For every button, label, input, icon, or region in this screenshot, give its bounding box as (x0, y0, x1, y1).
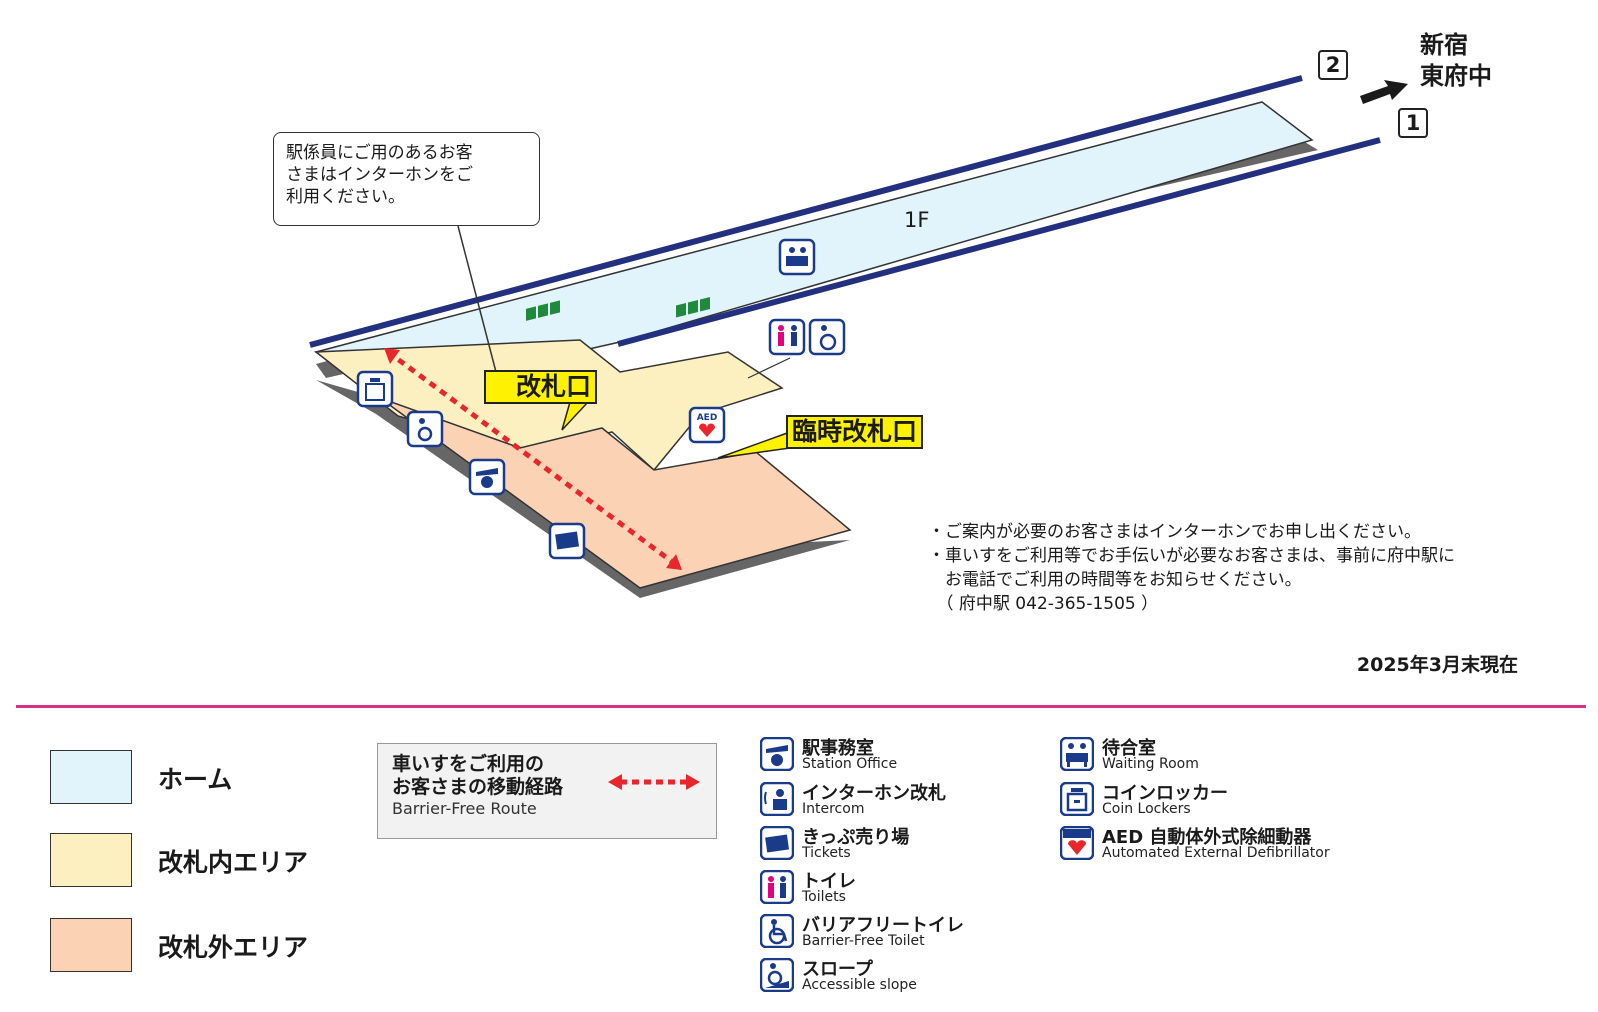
toilet-icon (768, 318, 806, 356)
ticket-gates-temp (676, 296, 710, 318)
platform-swatch (50, 750, 132, 804)
gate-temp-label: 臨時改札口 (792, 417, 918, 446)
intercom-callout: 駅係員にご用のあるお客 さまはインターホンをご 利用ください。 (273, 132, 540, 226)
coin-locker-icon (356, 370, 394, 408)
gate-temp-tag: 臨時改札口 (786, 415, 924, 449)
route-legend-arrow (608, 774, 700, 790)
route-legend-en: Barrier-Free Route (392, 799, 537, 818)
toilet-leader (747, 357, 791, 379)
platform-legend-label: ホーム (158, 765, 233, 794)
notes: ・ご案内が必要のお客さまはインターホンでお申し出ください。 ・車いすをご利用等で… (928, 520, 1455, 616)
ticket-icon (760, 826, 794, 860)
destination-1: 新宿 (1420, 31, 1468, 59)
legend-intercom-en: Intercom (802, 801, 865, 817)
barrier-free-toilet-icon (760, 914, 794, 948)
legend-tickets-en: Tickets (802, 845, 851, 861)
legend-aed-jp: AED 自動体外式除細動器 (1102, 827, 1312, 848)
legend-waiting-room-jp: 待合室 (1102, 738, 1156, 759)
intercom-icon (760, 782, 794, 816)
aed-icon (1060, 826, 1094, 860)
slope-icon (406, 410, 444, 448)
direction-arrow (1360, 80, 1408, 104)
track-2-line (309, 75, 1303, 348)
route-legend: 車いすをご利用の お客さまの移動経路 Barrier-Free Route (377, 743, 717, 839)
inside-gate-swatch (50, 833, 132, 887)
gate-main-tag: 改札口 (484, 370, 598, 404)
destination-2: 東府中 (1420, 62, 1492, 90)
destination: 新宿 東府中 (1420, 30, 1492, 92)
legend-intercom-jp: インターホン改札 (802, 783, 946, 804)
toilet-icon (760, 870, 794, 904)
route-arrow-end (666, 554, 682, 570)
gate-main-label: 改札口 (516, 372, 592, 401)
note-line-2: ・車いすをご利用等でお手伝いが必要なお客さまは、事前に府中駅に (928, 546, 1455, 566)
track-2-number: 2 (1318, 50, 1348, 80)
outside-gate-swatch (50, 918, 132, 972)
legend-aed-en: Automated External Defibrillator (1102, 845, 1330, 861)
track-1-number: 1 (1398, 108, 1428, 138)
slope-icon (760, 958, 794, 992)
inside-gate-legend-label: 改札内エリア (158, 848, 309, 877)
route-legend-jp-2: お客さまの移動経路 (392, 776, 564, 798)
outside-gate-area (379, 397, 852, 589)
callout-line-3: 利用ください。 (286, 187, 405, 207)
note-line-3: お電話でご利用の時間等をお知らせください。 (928, 570, 1302, 590)
floor-label: 1F (904, 208, 930, 232)
callout-line-2: さまはインターホンをご (286, 165, 473, 185)
legend-waiting-room-en: Waiting Room (1102, 756, 1199, 772)
legend-slope-jp: スロープ (802, 959, 873, 980)
legend-toilets-jp: トイレ (802, 871, 856, 892)
aed-map-icon: AED (688, 406, 726, 444)
callout-line-1: 駅係員にご用のあるお客 (286, 143, 473, 163)
station-office-icon (468, 458, 506, 496)
note-line-4: （ 府中駅 042-365-1505 ） (928, 594, 1159, 614)
legend-slope-en: Accessible slope (802, 977, 917, 993)
station-office-icon (760, 737, 794, 771)
coin-locker-icon (1060, 782, 1094, 816)
waiting-room-icon (778, 238, 816, 276)
callout-leader (457, 225, 497, 373)
legend-barrier-free-toilet-en: Barrier-Free Toilet (802, 933, 925, 949)
legend-station-office-jp: 駅事務室 (802, 738, 874, 759)
route-legend-jp-1: 車いすをご利用の (392, 753, 545, 775)
legend-toilets-en: Toilets (802, 889, 846, 905)
ticket-icon (548, 522, 586, 560)
track-1-line (617, 137, 1381, 347)
legend-coin-lockers-en: Coin Lockers (1102, 801, 1191, 817)
legend-station-office-en: Station Office (802, 756, 898, 772)
ticket-gates-main (526, 300, 560, 321)
barrier-free-toilet-icon (808, 318, 846, 356)
outside-gate-legend-label: 改札外エリア (158, 933, 309, 962)
legend-coin-lockers-jp: コインロッカー (1102, 783, 1228, 804)
note-line-1: ・ご案内が必要のお客さまはインターホンでお申し出ください。 (928, 522, 1421, 542)
route-arrow-start (384, 348, 400, 364)
barrier-free-route (386, 349, 680, 569)
legend-tickets-jp: きっぷ売り場 (802, 827, 910, 848)
svg-text:AED: AED (697, 413, 718, 423)
legend-divider (16, 705, 1586, 708)
legend-barrier-free-toilet-jp: バリアフリートイレ (802, 915, 964, 936)
waiting-room-icon (1060, 737, 1094, 771)
as-of-date: 2025年3月末現在 (1356, 654, 1518, 676)
